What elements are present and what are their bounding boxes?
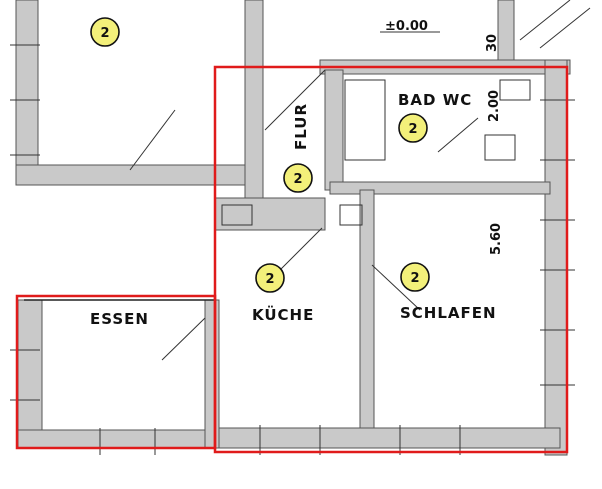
highlight-apartment bbox=[213, 65, 569, 454]
room-label-flur: FLUR bbox=[292, 103, 310, 150]
badge-bad: 2 bbox=[398, 113, 428, 143]
dimension-bath: 2.00 bbox=[487, 90, 502, 122]
room-label-essen: ESSEN bbox=[90, 310, 149, 328]
highlight-essen bbox=[15, 294, 217, 450]
dimension-small-top: 30 bbox=[485, 34, 500, 52]
highlight-boxes bbox=[15, 65, 569, 454]
dimension-bedroom: 5.60 bbox=[489, 223, 504, 255]
badge-flur: 2 bbox=[283, 163, 313, 193]
badge-kueche: 2 bbox=[255, 263, 285, 293]
room-label-schlafen: SCHLAFEN bbox=[400, 304, 497, 322]
walls bbox=[15, 0, 571, 456]
badge-top-left: 2 bbox=[90, 17, 120, 47]
badge-top-left-text: 2 bbox=[100, 26, 109, 41]
badge-schlafen: 2 bbox=[400, 262, 430, 292]
badge-schlafen-text: 2 bbox=[410, 271, 419, 286]
level-marker: ±0.00 bbox=[385, 19, 428, 34]
badge-kueche-text: 2 bbox=[265, 272, 274, 287]
room-label-bad-wc: BAD WC bbox=[398, 91, 472, 109]
badge-bad-text: 2 bbox=[408, 122, 417, 137]
badge-flur-text: 2 bbox=[293, 172, 302, 187]
room-label-kueche: KÜCHE bbox=[252, 305, 314, 324]
